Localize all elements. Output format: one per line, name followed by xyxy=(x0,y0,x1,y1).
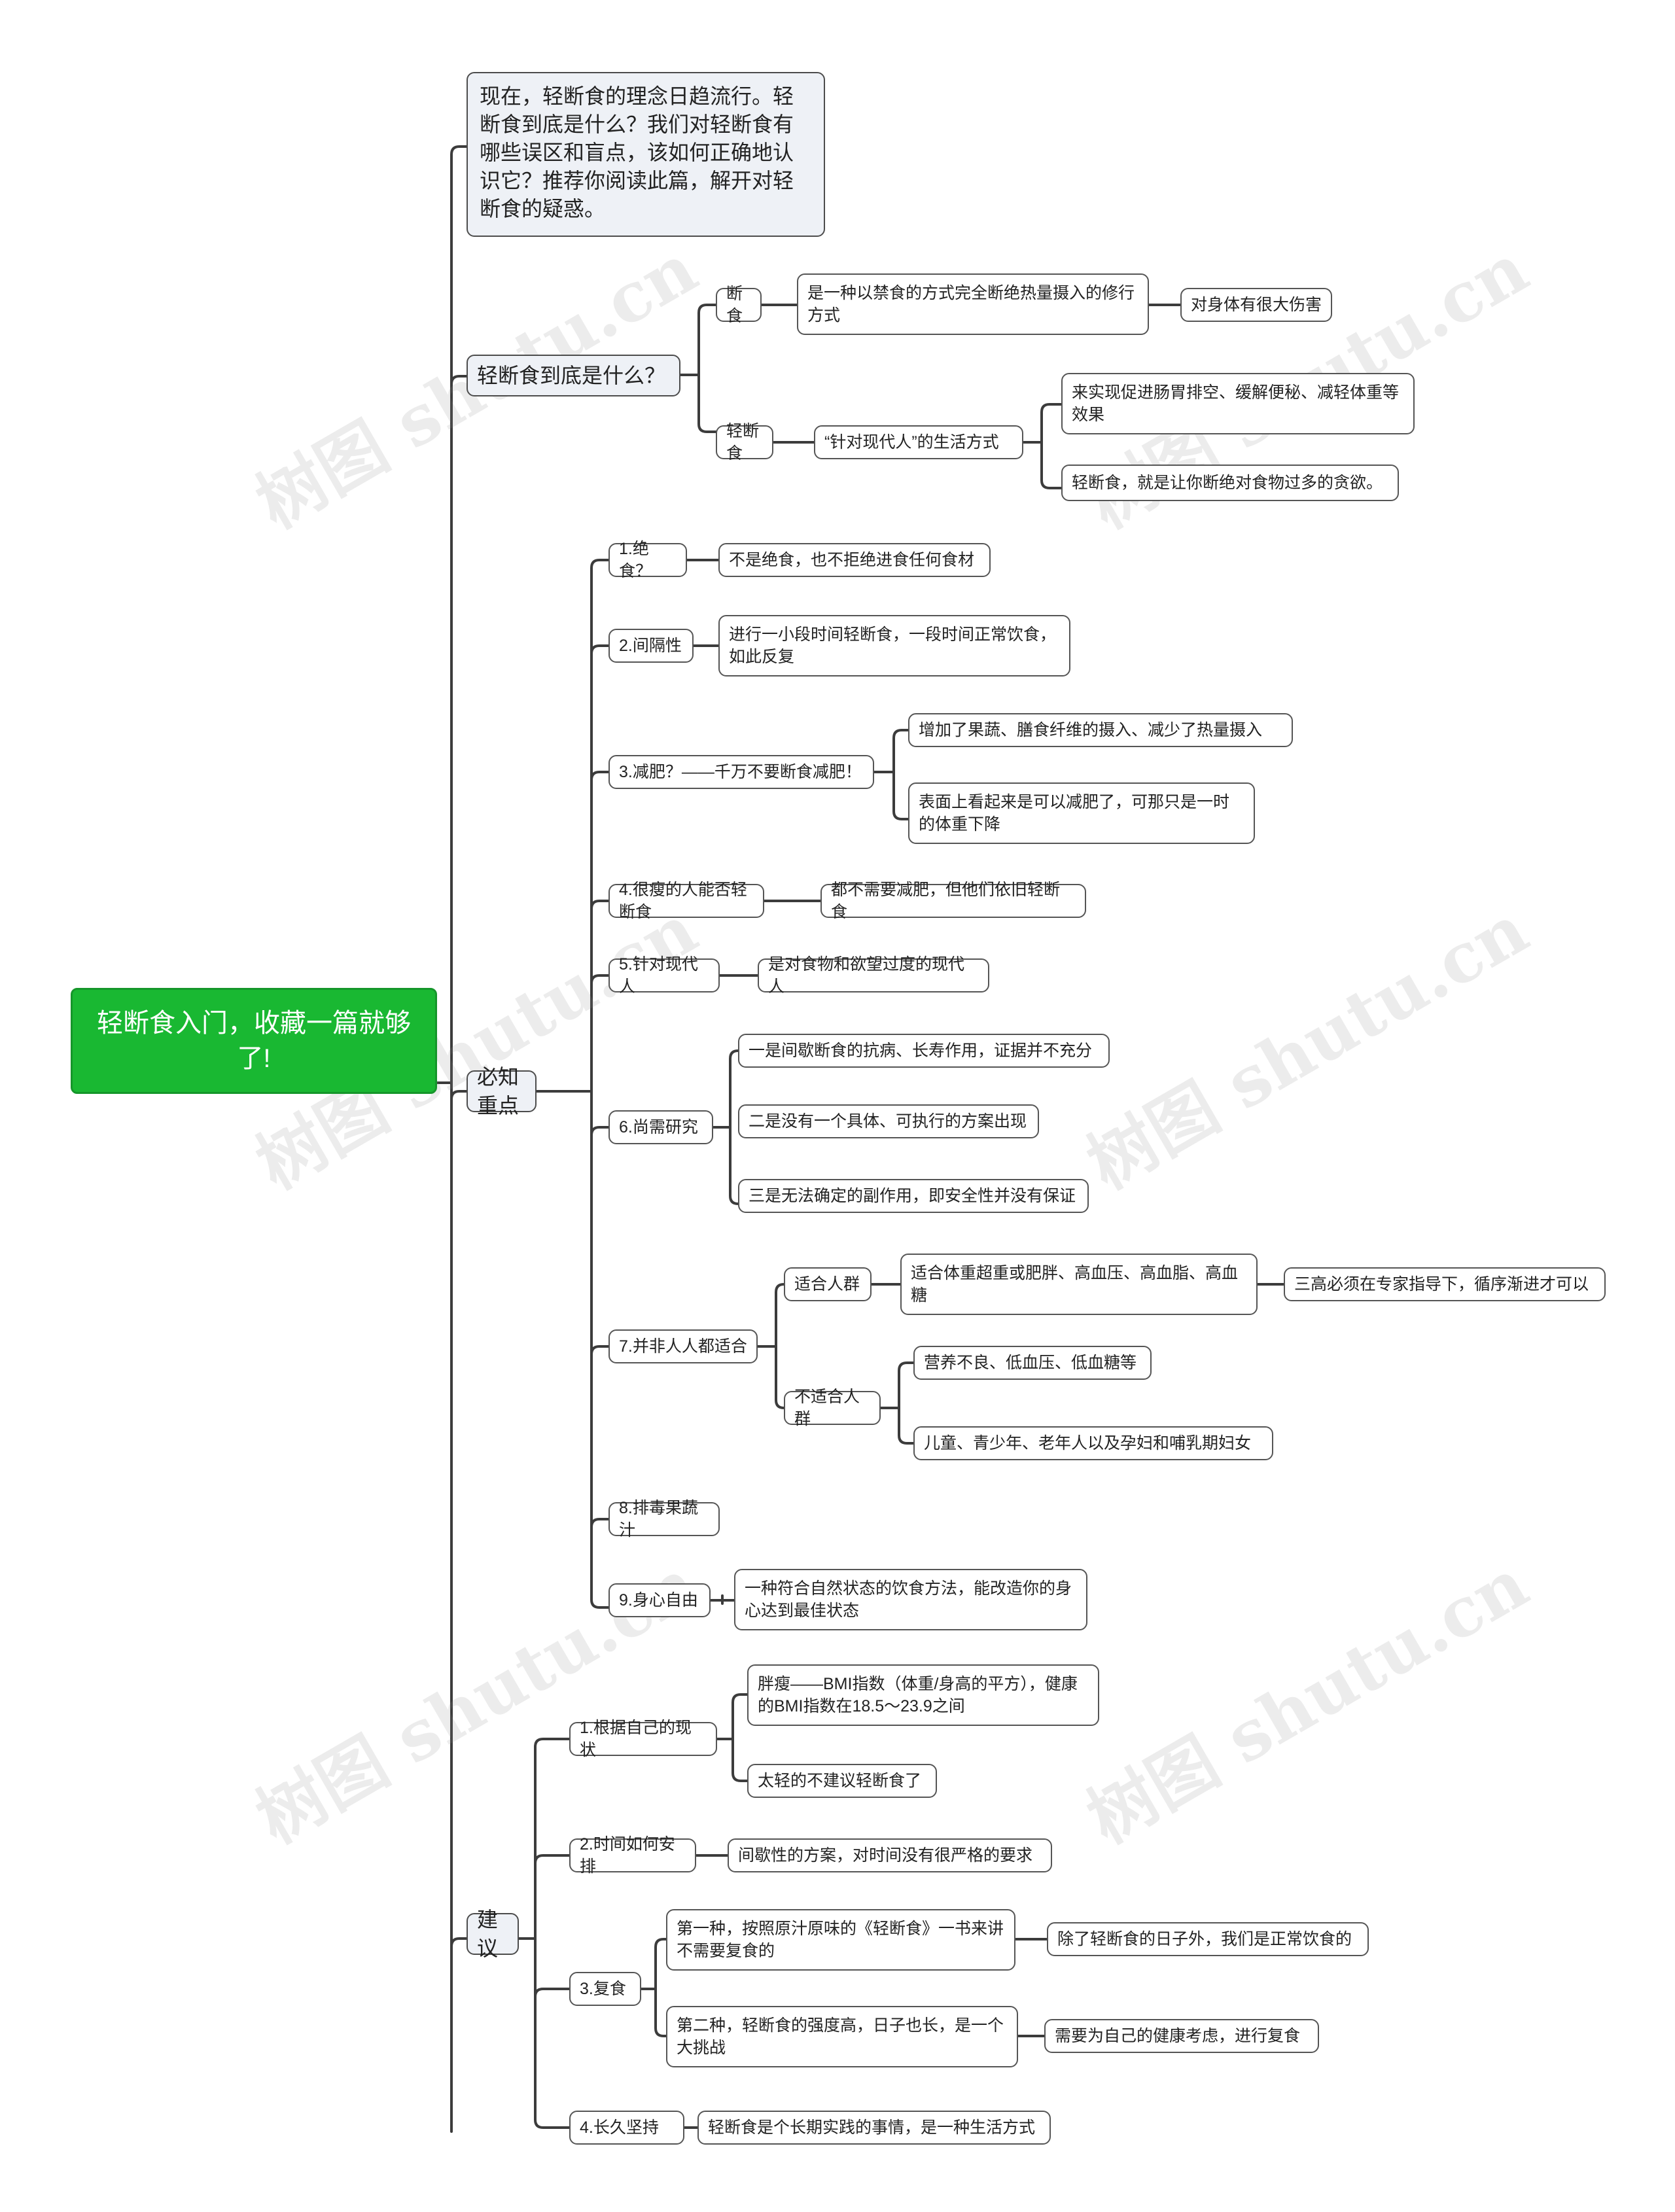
key-point-6[interactable]: 6.尚需研究 xyxy=(608,1110,713,1144)
key-point-8[interactable]: 8.排毒果蔬汁 xyxy=(608,1499,720,1539)
suitable-group[interactable]: 适合人群 xyxy=(784,1267,872,1301)
advice-3-option-a[interactable]: 第一种，按照原汁原味的《轻断食》一书来讲不需要复食的 xyxy=(666,1909,1015,1971)
key-point-9-detail[interactable]: 一种符合自然状态的饮食方法，能改造你的身心达到最佳状态 xyxy=(734,1569,1087,1630)
key-point-5[interactable]: 5.针对现代人 xyxy=(608,955,720,996)
advice-4-detail[interactable]: 轻断食是个长期实践的事情，是一种生活方式 xyxy=(697,2111,1051,2145)
connector xyxy=(436,145,470,2133)
key-point-6-detail-c[interactable]: 三是无法确定的副作用，即安全性并没有保证 xyxy=(738,1179,1089,1213)
light-fasting-description[interactable]: “针对现代人”的生活方式 xyxy=(814,425,1023,459)
key-point-3-detail-b[interactable]: 表面上看起来是可以减肥了，可那只是一时的体重下降 xyxy=(908,782,1255,844)
key-point-6-detail-b[interactable]: 二是没有一个具体、可执行的方案出现 xyxy=(738,1104,1039,1138)
key-point-5-detail[interactable]: 是对食物和欲望过度的现代人 xyxy=(758,955,989,996)
branch-what-is-light-fasting[interactable]: 轻断食到底是什么？ xyxy=(467,355,680,396)
unsuitable-group-detail-a[interactable]: 营养不良、低血压、低血糖等 xyxy=(913,1346,1152,1380)
advice-1[interactable]: 1.根据自己的现状 xyxy=(569,1719,717,1759)
root-topic[interactable]: 轻断食入门，收藏一篇就够了! xyxy=(71,988,437,1094)
advice-3-option-b-note[interactable]: 需要为自己的健康考虑，进行复食 xyxy=(1044,2019,1319,2053)
intro-topic[interactable]: 现在，轻断食的理念日趋流行。轻断食到底是什么？我们对轻断食有哪些误区和盲点，该如… xyxy=(467,72,825,237)
fasting-node[interactable]: 断食 xyxy=(716,285,762,325)
fasting-harm[interactable]: 对身体有很大伤害 xyxy=(1180,288,1332,322)
connector xyxy=(683,1854,729,2129)
unsuitable-group[interactable]: 不适合人群 xyxy=(784,1388,881,1428)
suitable-group-detail[interactable]: 适合体重超重或肥胖、高血压、高血脂、高血糖 xyxy=(900,1254,1258,1315)
connector xyxy=(712,1049,739,1205)
connector xyxy=(756,1283,1285,1445)
advice-3-option-a-note[interactable]: 除了轻断食的日子外，我们是正常饮食的 xyxy=(1047,1922,1369,1956)
key-point-6-detail-a[interactable]: 一是间歇断食的抗病、长寿作用，证据并不充分 xyxy=(738,1034,1110,1068)
key-point-1-detail[interactable]: 不是绝食，也不拒绝进食任何食材 xyxy=(718,543,991,577)
unsuitable-group-detail-b[interactable]: 儿童、青少年、老年人以及孕妇和哺乳期妇女 xyxy=(913,1426,1273,1460)
key-point-4-detail[interactable]: 都不需要减肥，但他们依旧轻断食 xyxy=(820,881,1086,921)
advice-2[interactable]: 2.时间如何安排 xyxy=(569,1835,696,1876)
key-point-2-detail[interactable]: 进行一小段时间轻断食，一段时间正常饮食，如此反复 xyxy=(718,615,1070,676)
key-point-2[interactable]: 2.间隔性 xyxy=(608,629,694,663)
connector xyxy=(679,304,717,433)
connector xyxy=(873,729,909,820)
connector xyxy=(716,1693,749,1782)
key-point-7[interactable]: 7.并非人人都适合 xyxy=(608,1329,758,1363)
key-point-3[interactable]: 3.减肥？——千万不要断食减肥！ xyxy=(608,755,874,789)
advice-1-detail-a[interactable]: 胖瘦——BMI指数（体重/身高的平方），健康的BMI指数在18.5～23.9之间 xyxy=(747,1664,1099,1726)
key-point-4[interactable]: 4.很瘦的人能否轻断食 xyxy=(608,881,764,921)
advice-3-option-b[interactable]: 第二种，轻断食的强度高，日子也长，是一个大挑战 xyxy=(666,2006,1018,2067)
branch-advice[interactable]: 建议 xyxy=(467,1908,519,1960)
branch-key-points[interactable]: 必知重点 xyxy=(467,1065,537,1117)
connector xyxy=(640,1938,1048,2037)
advice-3[interactable]: 3.复食 xyxy=(569,1972,641,2006)
advice-1-detail-b[interactable]: 太轻的不建议轻断食了 xyxy=(747,1764,937,1798)
advice-2-detail[interactable]: 间歇性的方案，对时间没有很严格的要求 xyxy=(728,1838,1052,1872)
connector xyxy=(535,559,610,1609)
key-point-9[interactable]: 9.身心自由 xyxy=(608,1583,711,1617)
key-point-3-detail-a[interactable]: 增加了果蔬、膳食纤维的摄入、减少了热量摄入 xyxy=(908,713,1293,747)
fasting-description[interactable]: 是一种以禁食的方式完全断绝热量摄入的修行方式 xyxy=(797,273,1149,335)
advice-4[interactable]: 4.长久坚持 xyxy=(569,2111,684,2145)
light-fasting-meaning[interactable]: 轻断食，就是让你断绝对食物过多的贪欲。 xyxy=(1061,465,1399,501)
suitable-group-note[interactable]: 三高必须在专家指导下，循序渐进才可以 xyxy=(1284,1267,1606,1301)
light-fasting-effect[interactable]: 来实现促进肠胃排空、缓解便秘、减轻体重等效果 xyxy=(1061,373,1415,434)
key-point-1[interactable]: 1.绝食？ xyxy=(608,540,687,580)
connector xyxy=(686,559,822,977)
connector xyxy=(709,1594,735,1605)
light-fasting-node[interactable]: 轻断食 xyxy=(716,422,773,463)
connector xyxy=(772,403,1063,489)
